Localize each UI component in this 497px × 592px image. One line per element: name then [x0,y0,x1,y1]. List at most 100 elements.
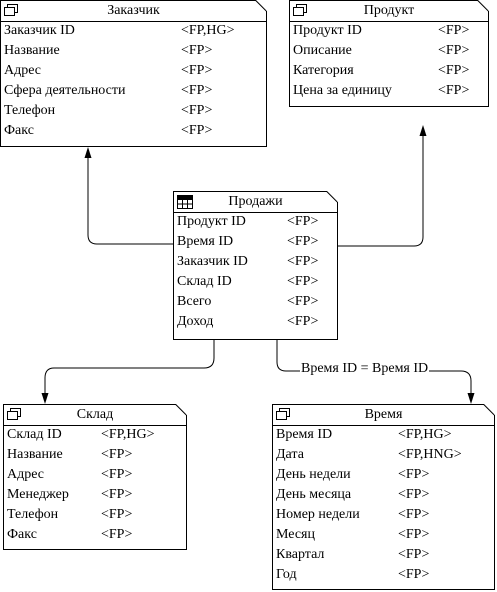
attribute-name: Время ID [276,427,333,442]
attribute-name: Склад ID [7,427,62,442]
attribute-row: Дата <FP,HNG> [273,446,494,466]
attribute-name: День недели [276,467,351,482]
attribute-row: Заказчик ID<FP,HG> [1,22,266,42]
attribute-type: <FP> [287,254,319,269]
table-icon [7,408,21,420]
arrowhead-time [467,393,475,404]
attribute-type: <FP> [398,527,430,542]
folded-corner-icon [256,0,267,11]
entity-sales-attributes: Продукт ID<FP>Время ID <FP> Заказчик ID <FP… [174,213,337,333]
attribute-row: Факс <FP> [1,122,266,142]
attribute-row: Год<FP> [273,566,494,586]
attribute-type: <FP> [287,294,319,309]
attribute-row: Название <FP> [1,42,266,62]
attribute-type: <FP> [181,43,213,58]
entity-product-header: Продукт [290,0,489,22]
attribute-type: <FP> [287,314,319,329]
entity-product[interactable]: Продукт Продукт ID<FP>Описание<FP>Катего… [289,0,489,107]
attribute-name: Название [4,43,60,58]
attribute-row: Менеджер <FP> [4,486,186,506]
attribute-type: <FP> [398,547,430,562]
arrowhead-customer [84,147,92,158]
attribute-name: Название [7,447,63,462]
attribute-row: Всего <FP> [174,293,337,313]
attribute-name: Менеджер [7,487,69,502]
entity-customer-header: Заказчик [1,0,267,22]
attribute-row: Телефон<FP> [4,506,186,526]
attribute-type: <FP> [181,63,213,78]
attribute-type: <FP,HG> [101,427,155,442]
attribute-row: Телефон<FP> [1,102,266,122]
attribute-row: Заказчик ID <FP> [174,253,337,273]
attribute-row: Название<FP> [4,446,186,466]
attribute-type: <FP> [101,467,133,482]
folded-corner-icon [478,0,489,11]
attribute-name: Телефон [7,507,59,522]
attribute-name: Заказчик ID [177,254,248,269]
attribute-type: <FP> [181,103,213,118]
attribute-row: Цена за единицу <FP> [290,82,488,102]
entity-warehouse-header: Склад [4,404,187,426]
attribute-type: <FP> [398,507,430,522]
attribute-type: <FP> [398,467,430,482]
attribute-row: Описание<FP> [290,42,488,62]
attribute-name: День месяца [276,487,352,502]
attribute-name: Адрес [7,467,45,482]
attribute-row: Время ID <FP> [174,233,337,253]
entity-customer[interactable]: Заказчик Заказчик ID<FP,HG>Название<FP>А… [0,0,267,147]
attribute-type: <FP> [101,527,133,542]
attribute-name: Цена за единицу [293,83,392,98]
attribute-type: <FP> [287,274,319,289]
attribute-name: Время ID [177,234,234,249]
folded-corner-icon [484,404,495,415]
attribute-name: Всего [177,294,212,309]
link-sales-warehouse [44,340,215,397]
attribute-row: Доход <FP> [174,313,337,333]
attribute-type: <FP> [438,83,470,98]
table-icon [4,4,18,16]
attribute-type: <FP> [438,23,470,38]
arrowhead-warehouse [41,393,49,404]
attribute-name: Год [276,567,297,582]
attribute-name: Доход [177,314,214,329]
table-icon [276,408,290,420]
attribute-name: Факс [4,123,34,138]
attribute-name: Квартал [276,547,325,562]
attribute-row: Продукт ID<FP> [290,22,488,42]
attribute-row: Факс <FP> [4,526,186,546]
folded-corner-icon [327,191,338,202]
entity-time-header: Время [273,404,495,426]
attribute-type: <FP> [181,83,213,98]
attribute-row: Продукт ID<FP> [174,213,337,233]
relationship-label-time: Время ID = Время ID [300,361,430,377]
entity-warehouse[interactable]: Склад Склад ID<FP,HG>Название<FP>Адрес<F… [3,404,187,550]
arrowhead-product [419,125,427,136]
entity-warehouse-title: Склад [76,407,114,422]
attribute-name: Факс [7,527,37,542]
attribute-type: <FP> [101,487,133,502]
attribute-type: <FP> [181,123,213,138]
folded-corner-icon [176,404,187,415]
attribute-type: <FP> [398,487,430,502]
attribute-name: Дата [276,447,304,462]
attribute-type: <FP,HG> [181,23,235,38]
attribute-name: Месяц [276,527,315,542]
attribute-name: Номер недели [276,507,360,522]
entity-sales[interactable]: Продажи Продукт ID<FP>Время ID<FP>Заказч… [173,191,338,340]
attribute-row: Время ID <FP,HG> [273,426,494,446]
entity-sales-header: Продажи [174,191,338,213]
attribute-row: Квартал <FP> [273,546,494,566]
attribute-type: <FP> [287,234,319,249]
fact-table-icon [177,195,193,209]
attribute-type: <FP> [438,43,470,58]
attribute-type: <FP,HG> [398,427,452,442]
attribute-row: Сфера деятельности<FP> [1,82,266,102]
entity-time[interactable]: Время Время ID <FP,HG> Дата <FP,HNG> День не… [272,404,495,590]
attribute-row: День месяца <FP> [273,486,494,506]
attribute-type: <FP,HNG> [398,447,462,462]
entity-time-title: Время [364,407,403,422]
attribute-row: Склад ID <FP,HG> [4,426,186,446]
attribute-name: Склад ID [177,274,232,289]
attribute-row: Склад ID <FP> [174,273,337,293]
